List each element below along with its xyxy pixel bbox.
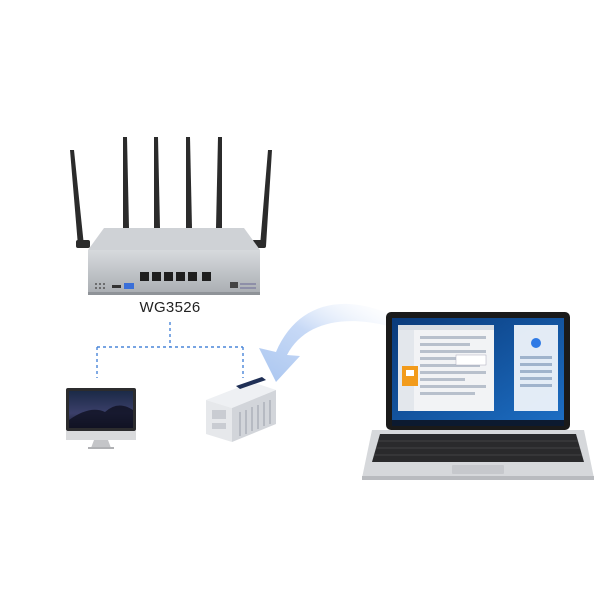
router-model-label: WG3526 (139, 299, 201, 316)
arrow-icon (259, 303, 392, 382)
router-icon (70, 137, 272, 295)
laptop-icon (362, 312, 594, 480)
imac-icon (66, 388, 136, 449)
plc-module-icon (206, 377, 276, 442)
connector-lines (96, 322, 244, 378)
